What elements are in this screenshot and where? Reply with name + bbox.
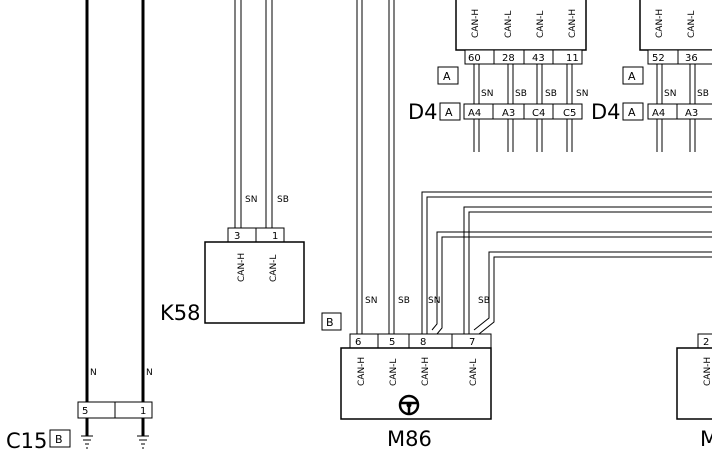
m86-signal-can-l-2: CAN-L — [469, 359, 479, 386]
d4-2-code: D4 — [591, 100, 621, 124]
top-unit-2-pin-52: 52 — [652, 53, 665, 64]
c15-wire-label-right: N — [146, 368, 153, 378]
k58-wire-label-sn: SN — [245, 195, 257, 205]
right-module-code: M — [700, 427, 712, 451]
d4-2-pin-a4: A4 — [652, 108, 665, 119]
m86-signal-can-h-1: CAN-H — [357, 357, 367, 386]
top-unit-2-signal-1: CAN-H — [655, 9, 665, 38]
m86-wires — [356, 0, 712, 335]
k58-pin-1: 1 — [272, 231, 278, 242]
k58-signal-can-h: CAN-H — [237, 253, 247, 282]
right-module-signal: CAN-H — [703, 357, 712, 386]
d4-2-tag: A — [628, 106, 636, 119]
d4-1-code: D4 — [408, 100, 438, 124]
k58-wires — [234, 0, 273, 228]
m86-pin-6: 6 — [355, 337, 361, 348]
k58-pin-3: 3 — [234, 231, 240, 242]
c15-tag-box — [49, 429, 71, 448]
top-unit-2-pin-36: 36 — [685, 53, 698, 64]
m86-wire-label-sb-2: SB — [478, 296, 490, 306]
top-unit-2-tag: A — [628, 70, 636, 83]
m86-wire-label-sn-2: SN — [428, 296, 440, 306]
top-unit-1-signal-4: CAN-H — [568, 9, 578, 38]
c15-wires — [85, 0, 145, 436]
d4-1-wire-label-4: SN — [576, 89, 588, 99]
k58-signal-can-l: CAN-L — [269, 255, 279, 282]
d4-2-pin-a3: A3 — [685, 108, 698, 119]
k58-code: K58 — [160, 301, 201, 325]
top-unit-1-signal-1: CAN-H — [471, 9, 481, 38]
d4-1-wire-label-2: SB — [515, 89, 527, 99]
c15-pin-5: 5 — [82, 406, 88, 417]
top-unit-1-pin-11: 11 — [566, 53, 579, 64]
m86-signal-can-l-1: CAN-L — [389, 359, 399, 386]
d4-1-tag: A — [445, 106, 453, 119]
m86-pin-8: 8 — [420, 337, 426, 348]
d4-1-wire-label-1: SN — [481, 89, 493, 99]
c15-tag: B — [55, 433, 63, 446]
d4-2-wire-label-2: SB — [697, 89, 709, 99]
d4-1-wires — [473, 64, 573, 152]
top-unit-1-signal-2: CAN-L — [504, 11, 514, 38]
m86-signal-can-h-2: CAN-H — [421, 357, 431, 386]
d4-1-pin-c4: C4 — [532, 108, 545, 119]
top-unit-2-signal-2: CAN-L — [687, 11, 697, 38]
m86-wire-label-sn-1: SN — [365, 296, 377, 306]
d4-1-pin-a4: A4 — [468, 108, 481, 119]
top-unit-2-connector — [647, 49, 712, 65]
m86-module — [340, 347, 492, 420]
top-unit-2-tag-box — [622, 66, 644, 85]
ground-icon — [81, 435, 149, 449]
c15-code: C15 — [6, 429, 47, 453]
steering-wheel-icon — [398, 394, 420, 416]
d4-1-pin-c5: C5 — [563, 108, 576, 119]
m86-tag-box — [321, 312, 342, 331]
top-unit-1-pin-60: 60 — [468, 53, 481, 64]
k58-wire-label-sb: SB — [277, 195, 289, 205]
top-unit-1-pin-28: 28 — [502, 53, 515, 64]
m86-tag: B — [326, 316, 334, 329]
d4-2-connector — [647, 103, 712, 120]
top-unit-1-tag-box — [437, 66, 459, 85]
top-unit-1-tag: A — [443, 70, 451, 83]
top-unit-1-signal-3: CAN-L — [536, 11, 546, 38]
m86-pin-5: 5 — [389, 337, 395, 348]
right-module — [676, 347, 712, 420]
d4-2-wire-label-1: SN — [664, 89, 676, 99]
m86-code: M86 — [387, 427, 432, 451]
c15-pin-1: 1 — [140, 406, 146, 417]
top-unit-2-module — [639, 0, 712, 51]
k58-module — [204, 241, 305, 324]
top-unit-1-pin-43: 43 — [532, 53, 545, 64]
right-module-pin: 2 — [703, 337, 709, 348]
d4-1-tag-box — [439, 102, 461, 121]
c15-wire-label-left: N — [90, 368, 97, 378]
d4-2-wires — [656, 64, 696, 152]
d4-1-wire-label-3: SB — [545, 89, 557, 99]
m86-wire-label-sb-1: SB — [398, 296, 410, 306]
m86-pin-7: 7 — [469, 337, 475, 348]
d4-2-tag-box — [622, 102, 644, 121]
d4-1-pin-a3: A3 — [502, 108, 515, 119]
